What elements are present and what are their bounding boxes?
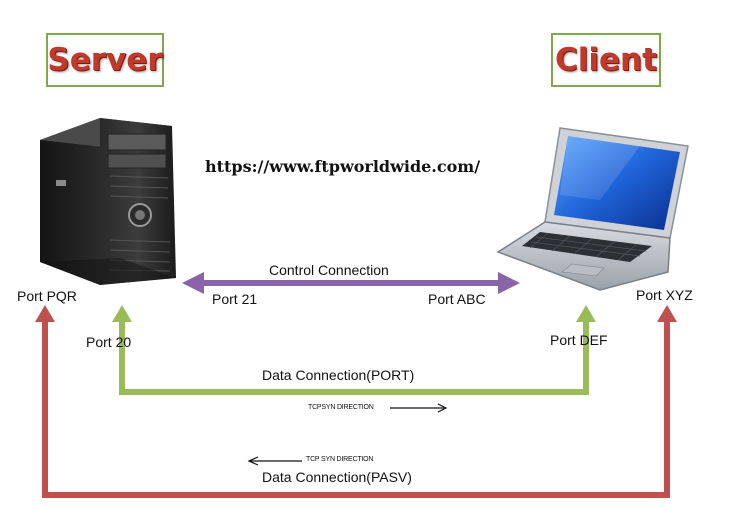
tcp-syn-pasv-direction-label: TCP SYN DIRECTION [306,456,374,463]
client-laptop-icon [496,127,689,291]
server-title: Server [46,33,164,87]
server-main-port-label: Port PQR [17,288,77,304]
tcp-syn-port-direction-label: TCPSYN DIRECTION [308,404,374,411]
server-control-port-label: Port 21 [212,291,258,307]
client-control-port-label: Port ABC [428,291,486,307]
data-port-connection-arrow [112,305,596,395]
server-data-port-label: Port 20 [86,334,132,350]
data-pasv-connection-arrow [35,305,677,498]
client-data-port-label: Port DEF [550,332,608,348]
client-title: Client [551,33,661,87]
server-tower-icon [40,118,176,285]
url-text: https://www.ftpworldwide.com/ [205,157,481,176]
tcp-syn-pasv-direction-arrow [247,456,302,466]
client-main-port-label: Port XYZ [636,287,693,303]
control-connection-label: Control Connection [269,262,389,278]
tcp-syn-port-direction-arrow [390,403,448,413]
control-connection-arrow [182,272,520,294]
data-port-connection-label: Data Connection(PORT) [262,367,415,383]
data-pasv-connection-label: Data Connection(PASV) [262,469,412,485]
